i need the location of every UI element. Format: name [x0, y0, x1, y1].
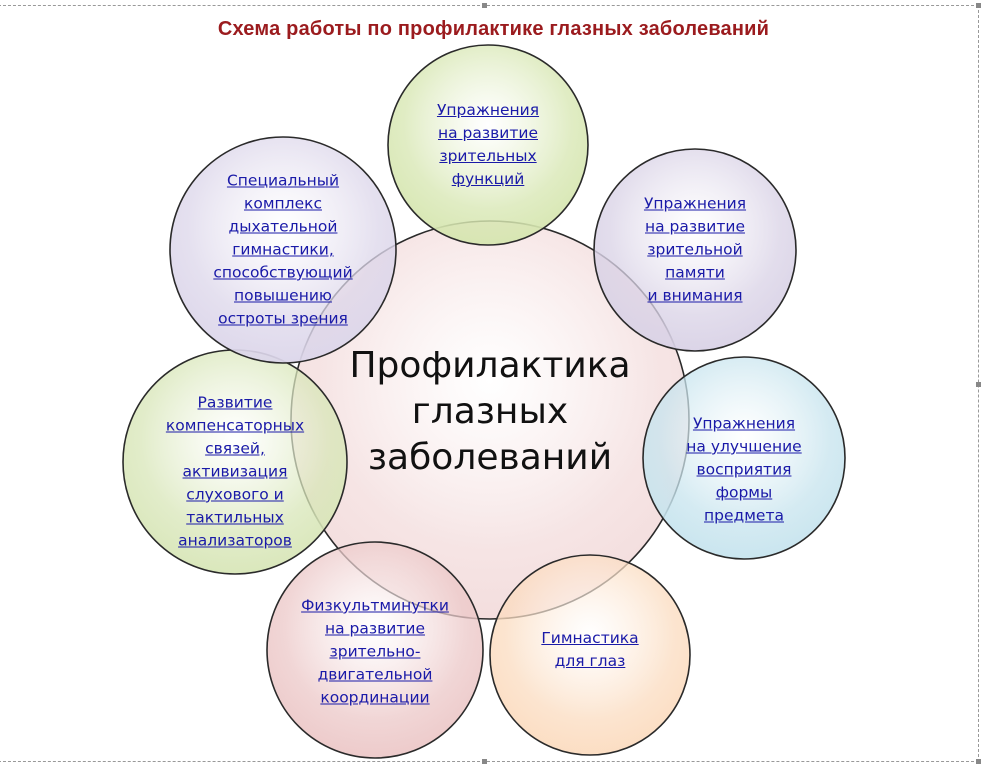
- node-link[interactable]: Специальный комплекс дыхательной гимнаст…: [213, 171, 353, 328]
- node-link[interactable]: Упражнения на развитие зрительной памяти…: [643, 194, 747, 305]
- node-label: Гимнастика для глаз: [541, 627, 638, 673]
- node-circle: [642, 356, 846, 560]
- node-circle: [169, 136, 397, 364]
- node-link[interactable]: Физкультминутки на развитие зрительно- д…: [301, 596, 449, 707]
- node-label: Физкультминутки на развитие зрительно- д…: [301, 595, 449, 710]
- node-link[interactable]: Развитие компенсаторных связей, активиза…: [165, 393, 305, 550]
- resize-handle-corner-br[interactable]: [976, 759, 981, 764]
- center-label: Профилактика глазных заболеваний: [349, 345, 631, 478]
- resize-handle-bottom[interactable]: [482, 759, 487, 764]
- diagram-title: Схема работы по профилактике глазных заб…: [217, 18, 770, 40]
- node-label: Упражнения на развитие зрительных функци…: [437, 99, 539, 191]
- node-link[interactable]: Гимнастика для глаз: [541, 629, 639, 670]
- node-label: Упражнения на развитие зрительной памяти…: [644, 193, 746, 308]
- node-circle: [489, 554, 691, 756]
- node-circle: [593, 148, 797, 352]
- node-label: Упражнения на улучшение восприятия формы…: [686, 413, 801, 528]
- resize-handle-top[interactable]: [482, 3, 487, 8]
- node-label: Развитие компенсаторных связей, активиза…: [166, 392, 304, 553]
- node-label: Специальный комплекс дыхательной гимнаст…: [213, 170, 352, 331]
- resize-handle-right[interactable]: [976, 382, 981, 387]
- resize-handle-corner-tr[interactable]: [976, 3, 981, 8]
- node-link[interactable]: Упражнения на развитие зрительных функци…: [436, 101, 540, 188]
- node-circle: [387, 44, 589, 246]
- node-link[interactable]: Упражнения на улучшение восприятия формы…: [686, 414, 802, 525]
- node-circle: [266, 541, 484, 759]
